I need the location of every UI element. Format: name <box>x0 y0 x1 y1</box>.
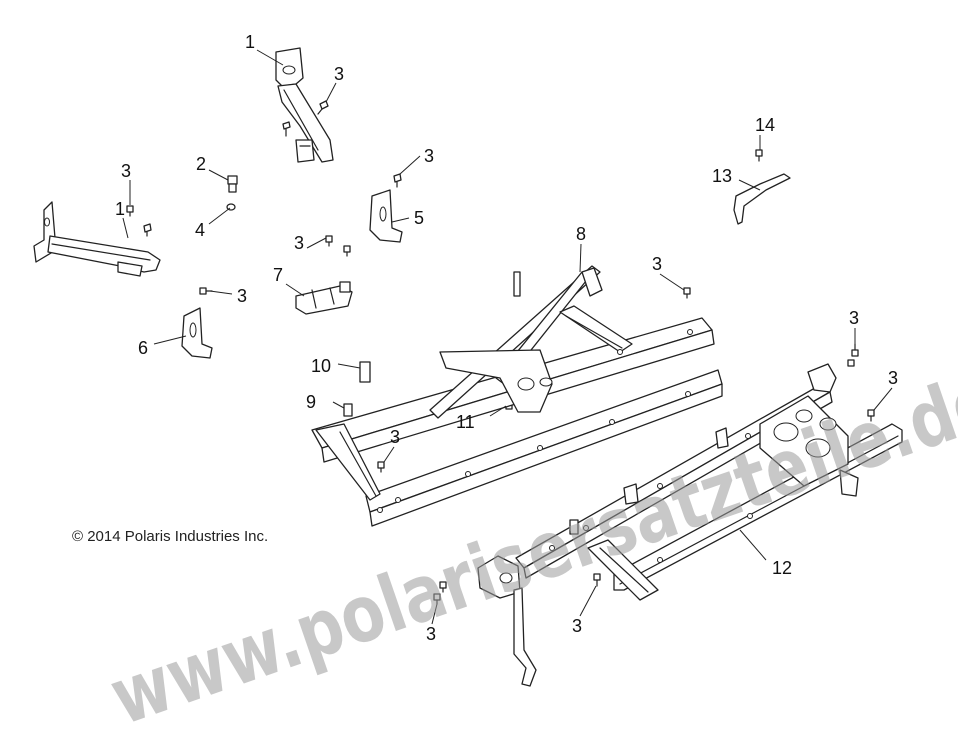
callout-4: 4 <box>195 220 205 240</box>
callout-6: 6 <box>138 338 148 358</box>
part-13-bracket <box>733 173 791 225</box>
part-1-upper-bracket <box>275 47 334 163</box>
bolt-3 <box>393 173 402 188</box>
part-8-frame <box>311 265 723 527</box>
callout-labels: 1 3 2 3 3 1 4 5 14 13 3 7 8 3 3 6 3 10 3… <box>115 32 898 644</box>
bolt-3 <box>126 205 134 217</box>
callout-3: 3 <box>849 308 859 328</box>
callout-1: 1 <box>245 32 255 52</box>
bolt-3 <box>433 593 441 605</box>
part-12-frame <box>477 363 903 687</box>
bolt-3 <box>867 409 875 422</box>
callout-8: 8 <box>576 224 586 244</box>
fasteners <box>126 100 875 605</box>
callout-11: 11 <box>456 412 475 432</box>
callout-10: 10 <box>311 356 331 376</box>
callout-12: 12 <box>772 558 792 578</box>
copyright-notice: © 2014 Polaris Industries Inc. <box>72 528 268 545</box>
callout-7: 7 <box>273 265 283 285</box>
callout-3: 3 <box>426 624 436 644</box>
callout-3: 3 <box>424 146 434 166</box>
callout-13: 13 <box>712 166 732 186</box>
callout-3: 3 <box>888 368 898 388</box>
bolt-3 <box>143 223 152 237</box>
callout-5: 5 <box>414 208 424 228</box>
part-1-left-bracket <box>33 201 161 277</box>
callout-3: 3 <box>572 616 582 636</box>
bolt-3 <box>377 461 385 473</box>
callout-3: 3 <box>237 286 247 306</box>
part-7-bracket <box>295 281 353 315</box>
part-6-bracket <box>181 307 213 359</box>
bolt-3 <box>593 573 601 587</box>
callout-3: 3 <box>294 233 304 253</box>
callout-3: 3 <box>334 64 344 84</box>
callout-3: 3 <box>121 161 131 181</box>
bolt-3 <box>282 121 291 137</box>
callout-1: 1 <box>115 199 125 219</box>
bolt-3 <box>683 287 691 299</box>
bolt-3 <box>343 245 351 257</box>
bolt-3 <box>847 359 855 367</box>
part-2-bolt <box>227 175 238 193</box>
leader-lines <box>122 49 893 625</box>
bolt-3 <box>317 100 329 115</box>
bolt-3 <box>851 343 859 357</box>
callout-9: 9 <box>306 392 316 412</box>
callout-3: 3 <box>390 427 400 447</box>
callout-2: 2 <box>196 154 206 174</box>
callout-3: 3 <box>652 254 662 274</box>
bolt-14 <box>755 149 763 162</box>
part-5-bracket <box>369 189 403 243</box>
bolt-3 <box>325 235 333 247</box>
bolt-3 <box>439 581 447 593</box>
callout-14: 14 <box>755 115 775 135</box>
